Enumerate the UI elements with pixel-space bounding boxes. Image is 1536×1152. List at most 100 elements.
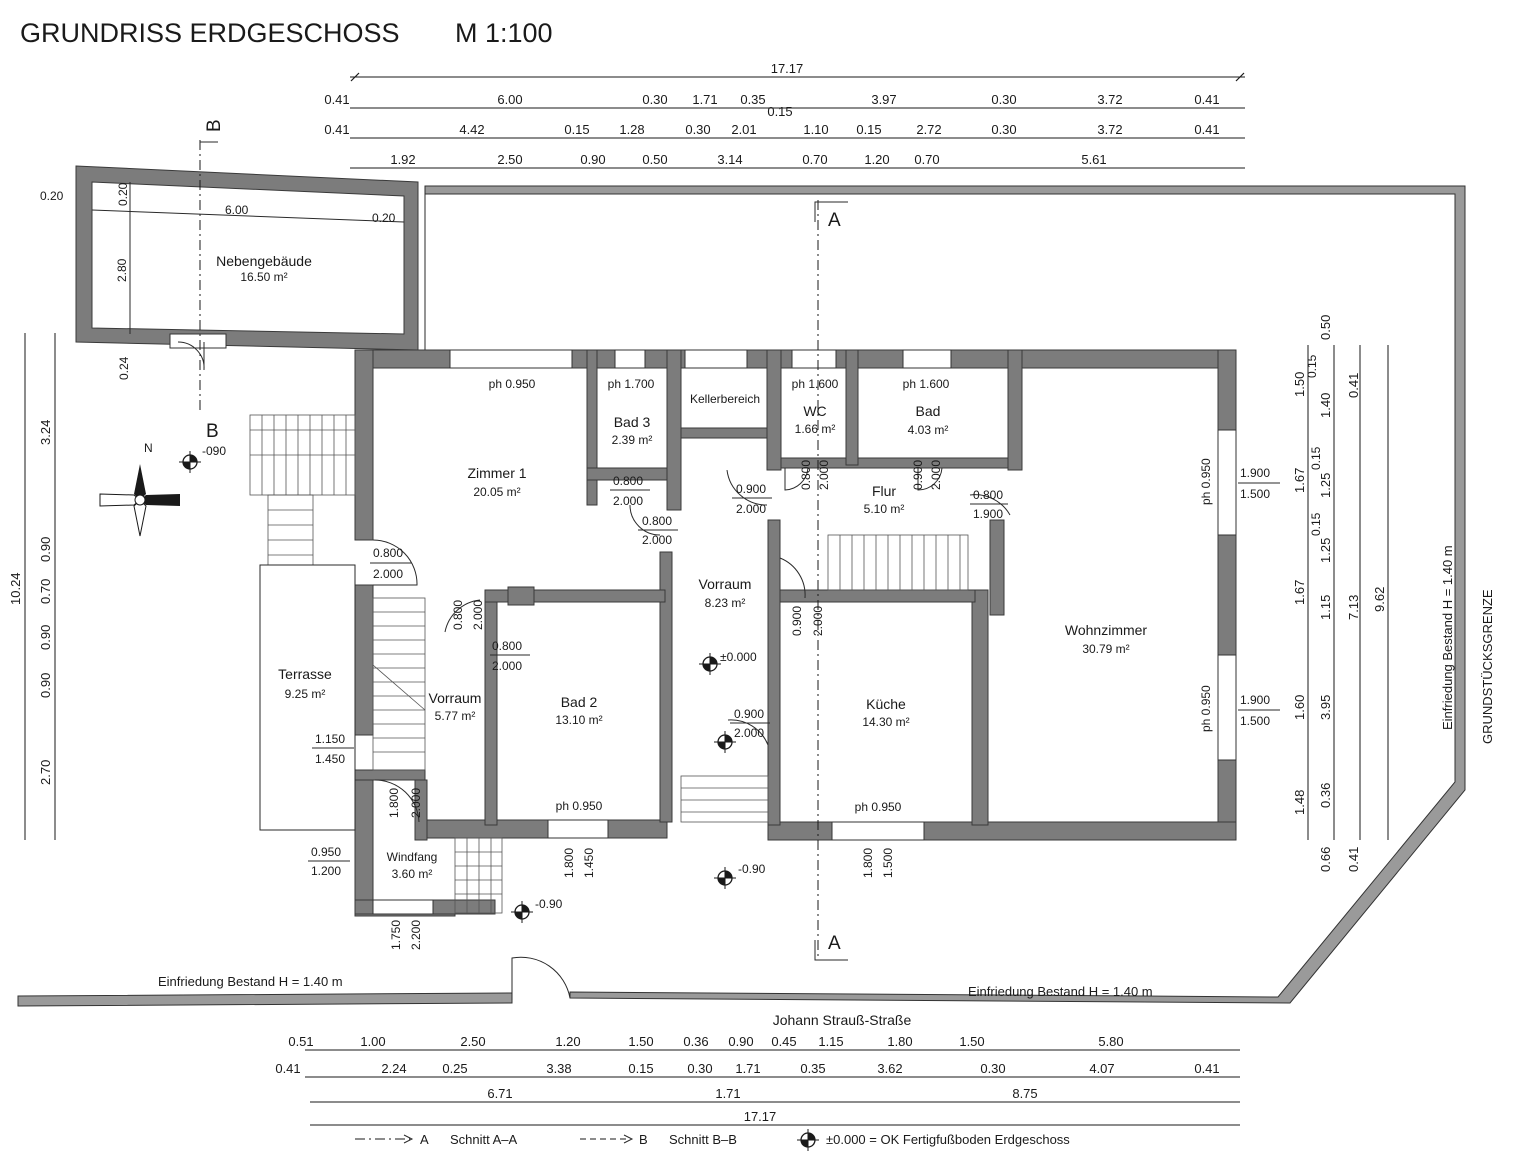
dim-bot-r1-9: 1.80 (887, 1034, 912, 1049)
dim-bot-r2-8: 3.62 (877, 1061, 902, 1076)
dim-top-r2-1: 4.42 (459, 122, 484, 137)
room-nebengebaeude-name: Nebengebäude (216, 253, 312, 269)
dim-right-b-5: 1.25 (1318, 538, 1333, 563)
dim-top-r2-11: 0.41 (1194, 122, 1219, 137)
dim-bot-r2-0: 0.41 (275, 1061, 300, 1076)
room-kueche-area: 14.30 m² (862, 715, 909, 729)
legend-b-letter: B (639, 1132, 648, 1147)
dim-top-r2-5: 2.01 (731, 122, 756, 137)
room-vorraum1-name: Vorraum (699, 576, 752, 592)
dim-top-r1-4: 0.35 (740, 92, 765, 107)
w-wohn1-w: 1.900 (1240, 466, 1270, 480)
ph-wc: ph 1.600 (792, 377, 839, 391)
d-zimmer1-h: 2.000 (373, 567, 403, 581)
ph-bad: ph 1.600 (903, 377, 950, 391)
dim-right-b-9: 0.66 (1318, 847, 1333, 872)
dim-bot-r2-5: 0.30 (687, 1061, 712, 1076)
dim-neben-5: 0.24 (117, 356, 131, 380)
dim-top-r2-8: 2.72 (916, 122, 941, 137)
dim-bot-r3-1: 1.71 (715, 1086, 740, 1101)
room-wc-name: WC (803, 403, 826, 419)
d-vorraum2-h: 2.000 (471, 600, 485, 630)
dim-top-r1-5: 0.15 (767, 104, 792, 119)
dim-bot-r2-7: 0.35 (800, 1061, 825, 1076)
d-flur-h: 1.900 (973, 507, 1003, 521)
d-wc-w: 0.800 (799, 460, 813, 490)
room-vorraum2-area: 5.77 m² (435, 709, 476, 723)
room-flur-area: 5.10 m² (864, 502, 905, 516)
d-vorraum-top-w: 0.900 (736, 482, 766, 496)
room-wohnzimmer-area: 30.79 m² (1082, 642, 1129, 656)
d-kueche-h: 2.000 (811, 606, 825, 636)
dim-top-r1-3: 1.71 (692, 92, 717, 107)
d-terrasse-h: 1.450 (315, 752, 345, 766)
dim-bot-r3-0: 6.71 (487, 1086, 512, 1101)
room-flur-name: Flur (872, 483, 896, 499)
room-terrasse-area: 9.25 m² (285, 687, 326, 701)
level-marker-icon (510, 900, 534, 924)
dim-top-r1-8: 3.72 (1097, 92, 1122, 107)
ph-bad3: ph 1.700 (608, 377, 655, 391)
level-marker-icon (713, 730, 737, 754)
section-a-bottom: A (828, 933, 841, 954)
d-entry-h: 2.200 (409, 920, 423, 950)
d-windfang-w: 1.800 (387, 788, 401, 818)
dim-top-r2-2: 0.15 (564, 122, 589, 137)
dim-top-r1-9: 0.41 (1194, 92, 1219, 107)
dim-right-b-6: 1.15 (1318, 595, 1333, 620)
w-wohn1-h: 1.500 (1240, 487, 1270, 501)
dim-bot-r2-11: 0.41 (1194, 1061, 1219, 1076)
level-pm0: ±0.000 (720, 650, 757, 664)
dim-top-r3-7: 0.70 (914, 152, 939, 167)
dim-right-a-4: 1.48 (1292, 790, 1307, 815)
section-b-top: B (204, 119, 225, 132)
plan-scale: M 1:100 (455, 18, 553, 48)
dim-top-r1-1: 6.00 (497, 92, 522, 107)
d-vorraum2-w: 0.800 (451, 600, 465, 630)
north-label: N (144, 441, 153, 455)
dim-top-total: 17.17 (771, 61, 804, 76)
d-terrasse-w: 1.150 (315, 732, 345, 746)
dim-bot-r2-1: 2.24 (381, 1061, 406, 1076)
section-b-bottom: B (206, 421, 219, 442)
level-marker-icon (178, 450, 202, 474)
fence-label-right: Einfriedung Bestand H = 1.40 m (968, 984, 1153, 999)
room-vorraum1-area: 8.23 m² (705, 596, 746, 610)
dim-neben-1: 0.20 (116, 182, 130, 206)
d-zimmer-vor-h: 2.000 (642, 533, 672, 547)
dim-right-b-2: 0.15 (1309, 446, 1323, 470)
nebengebaeude-walls (75, 165, 419, 351)
terrace-outline (259, 564, 356, 831)
dim-neben-4: 2.80 (115, 258, 129, 282)
dim-right-c-1: 7.13 (1346, 595, 1361, 620)
room-nebengebaeude-area: 16.50 m² (240, 270, 287, 284)
dim-right-b-3: 1.25 (1318, 473, 1333, 498)
level-m090b: -0.90 (535, 897, 563, 911)
w-bad2-h: 1.450 (582, 848, 596, 878)
ph-kueche: ph 0.950 (855, 800, 902, 814)
door-swings (372, 467, 1011, 823)
dim-right-c-0: 0.41 (1346, 373, 1361, 398)
dim-bot-r1-7: 0.45 (771, 1034, 796, 1049)
d-bad-w: 0.900 (911, 460, 925, 490)
dim-right-a-3: 1.60 (1292, 695, 1307, 720)
room-kueche-name: Küche (866, 696, 906, 712)
dim-top-r1-2: 0.30 (642, 92, 667, 107)
w-bad2-w: 1.800 (562, 848, 576, 878)
dim-top-r2-9: 0.30 (991, 122, 1016, 137)
dim-left-4: 0.90 (38, 673, 53, 698)
dim-bot-r2-3: 3.38 (546, 1061, 571, 1076)
dim-bot-r1-1: 1.00 (360, 1034, 385, 1049)
dim-top-r3-2: 0.90 (580, 152, 605, 167)
dim-left-3: 0.90 (38, 625, 53, 650)
legend-a-letter: A (420, 1132, 429, 1147)
d-vorraum-low-h: 2.000 (734, 726, 764, 740)
w-wohn2-h: 1.500 (1240, 714, 1270, 728)
dim-top-r3-1: 2.50 (497, 152, 522, 167)
dim-top-r1-0: 0.41 (324, 92, 349, 107)
dim-bot-r1-11: 5.80 (1098, 1034, 1123, 1049)
w-windfang-w: 0.950 (311, 845, 341, 859)
north-arrow-icon (99, 464, 180, 537)
dim-bot-r2-10: 4.07 (1089, 1061, 1114, 1076)
d-zimmer-vor-w: 0.800 (642, 514, 672, 528)
